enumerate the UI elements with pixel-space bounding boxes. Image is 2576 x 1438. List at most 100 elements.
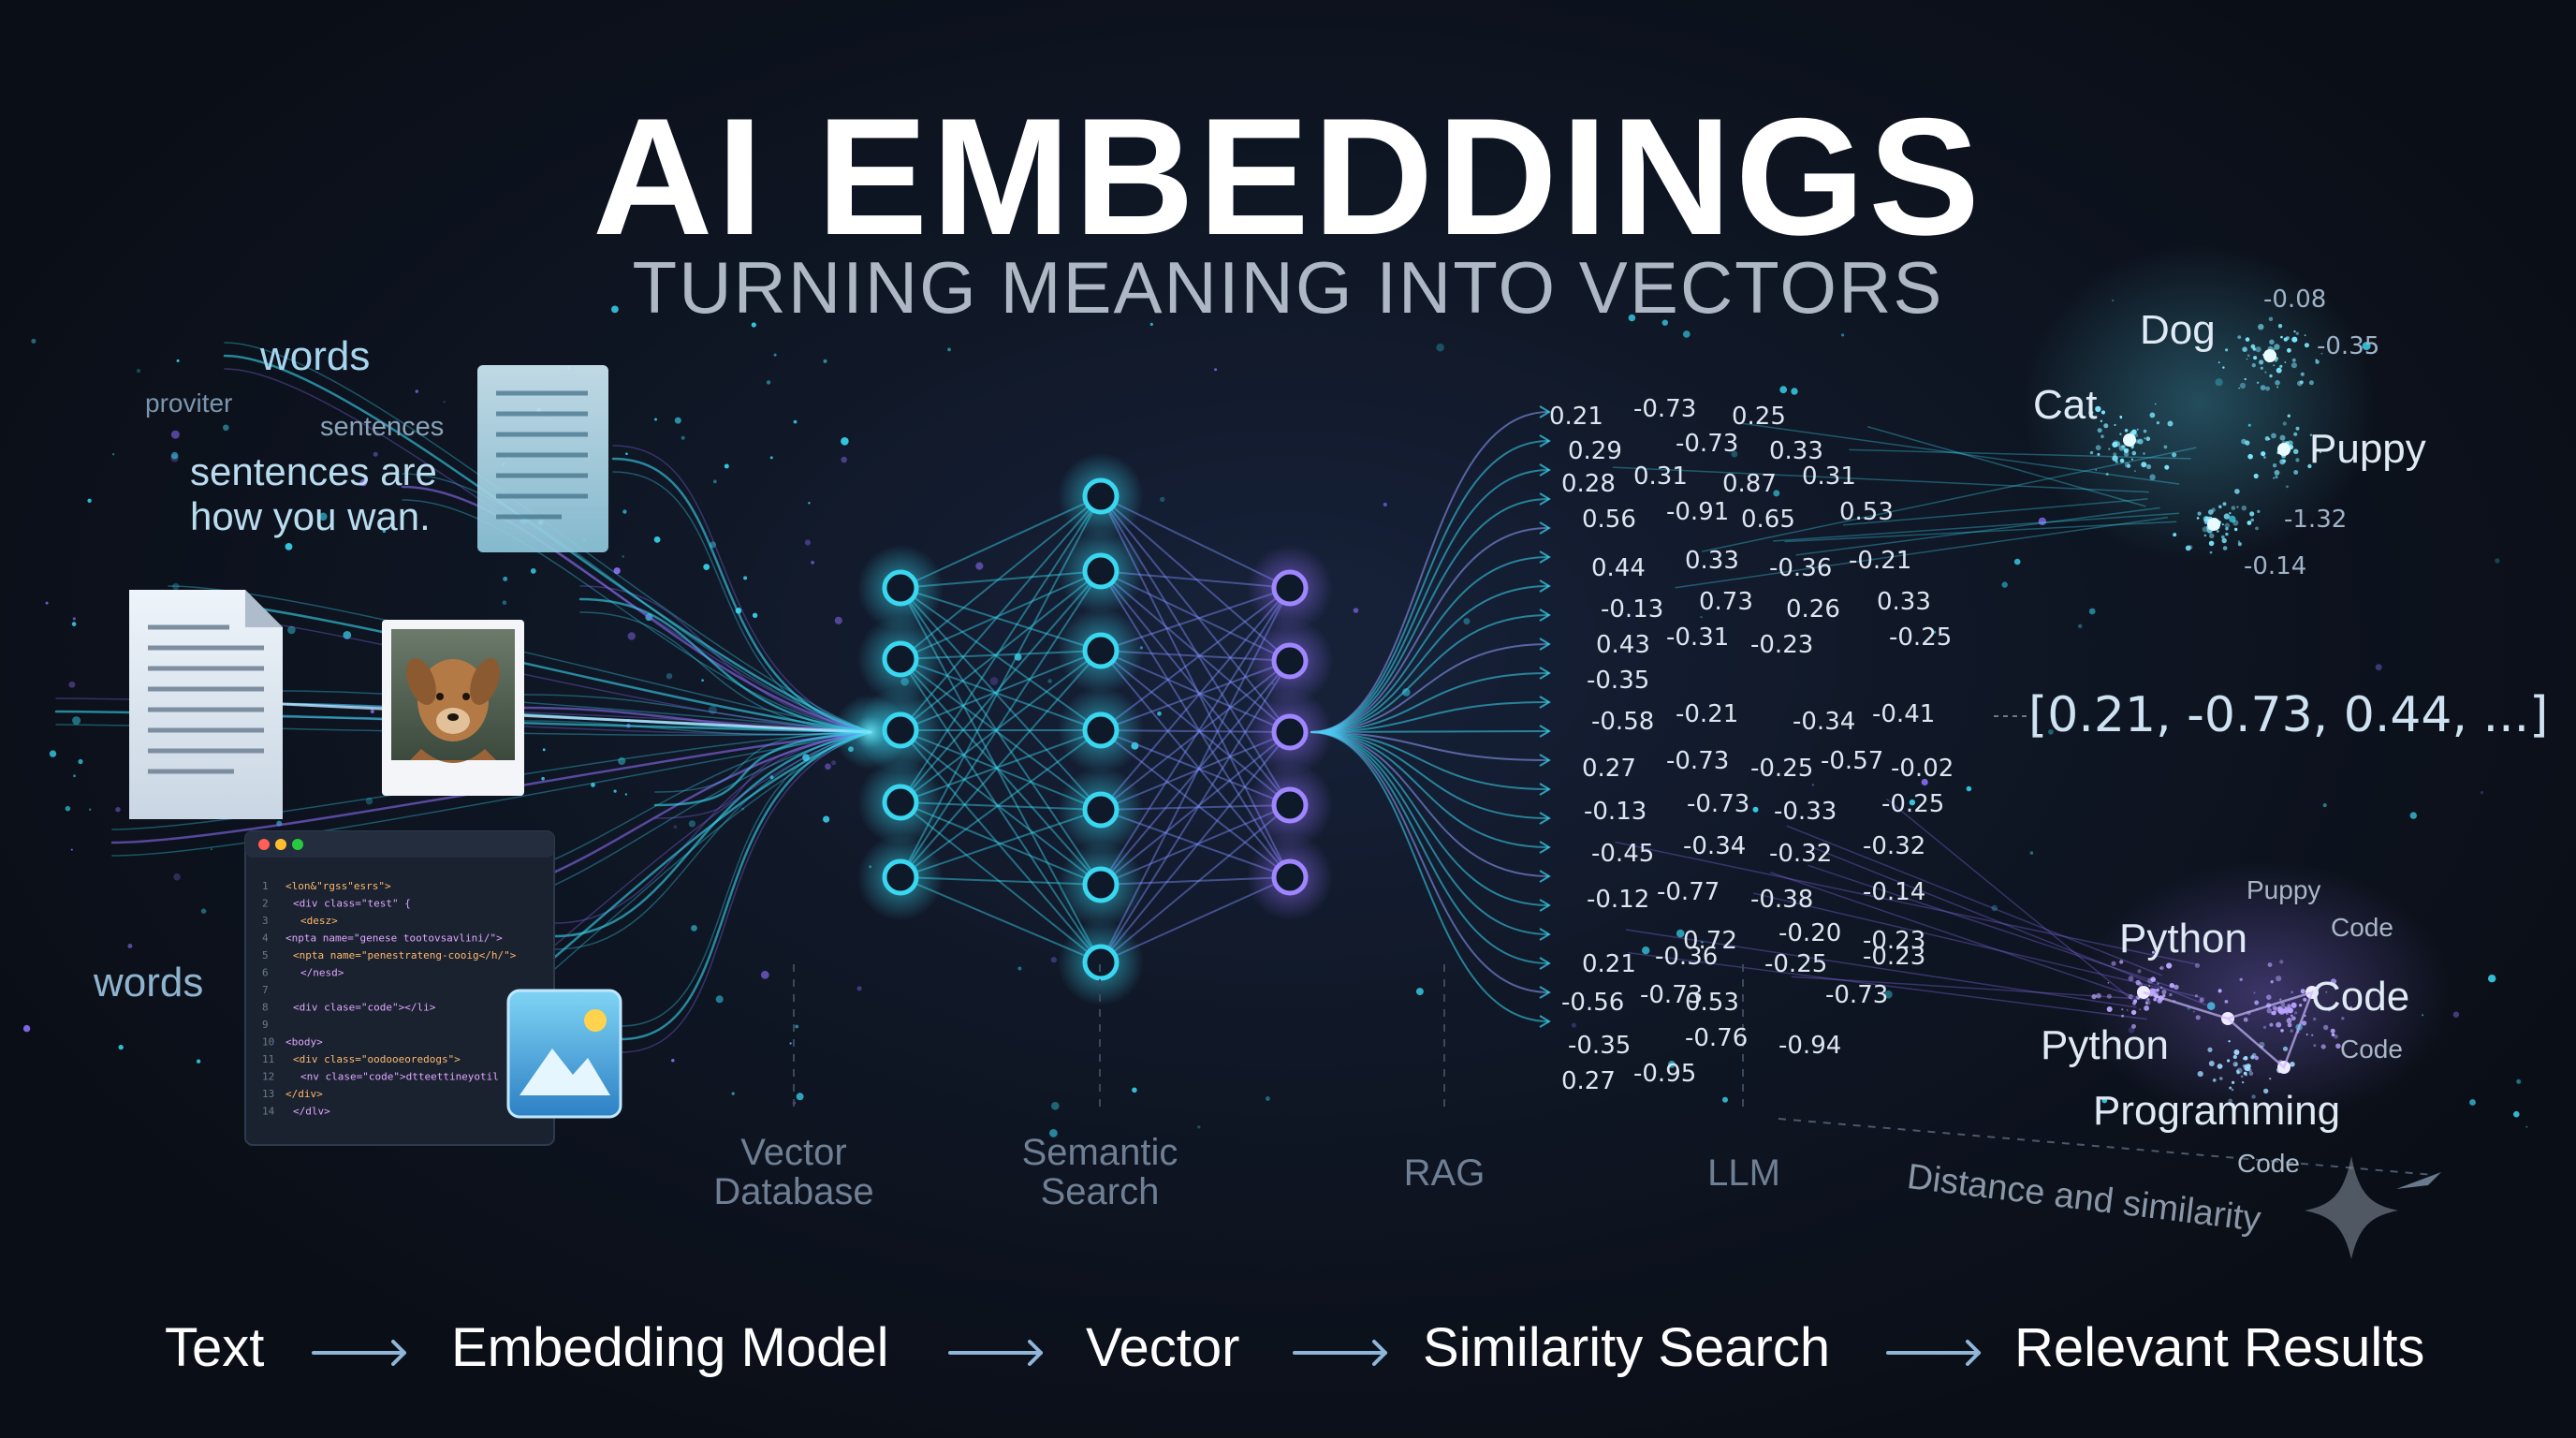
particle bbox=[2375, 664, 2382, 671]
embedding-value: -0.23 bbox=[1863, 927, 1926, 955]
particle bbox=[1353, 608, 1359, 613]
particle bbox=[1266, 1096, 1270, 1101]
star bbox=[2208, 540, 2215, 547]
particle bbox=[1571, 1022, 1576, 1028]
particle bbox=[370, 709, 374, 714]
distance-arrowhead bbox=[2396, 1172, 2441, 1189]
pipeline-step-relevant-results: Relevant Results bbox=[2014, 1317, 2425, 1378]
embedding-value: 0.27 bbox=[1561, 1067, 1616, 1095]
arrowhead-icon bbox=[1539, 550, 1551, 564]
arrow-icon bbox=[312, 1340, 406, 1366]
star bbox=[2259, 360, 2264, 365]
particle bbox=[2078, 624, 2083, 628]
code-line: <desz> bbox=[300, 915, 338, 927]
star bbox=[2282, 421, 2287, 426]
star bbox=[2305, 1034, 2308, 1035]
code-line-number: 9 bbox=[262, 1019, 269, 1031]
star bbox=[2121, 1008, 2124, 1011]
cluster-small-label: Code bbox=[2237, 1149, 2300, 1178]
cluster-small-label: Puppy bbox=[2247, 875, 2321, 904]
particle bbox=[2048, 728, 2054, 735]
particle bbox=[343, 631, 352, 639]
star bbox=[2335, 1043, 2341, 1049]
star bbox=[2156, 421, 2159, 425]
star bbox=[2327, 1008, 2332, 1012]
star bbox=[2273, 364, 2276, 367]
embedding-value: 0.28 bbox=[1561, 470, 1616, 498]
star bbox=[2325, 990, 2328, 993]
arrowhead-icon bbox=[1539, 812, 1551, 825]
particle bbox=[1700, 616, 1703, 619]
star bbox=[2271, 433, 2276, 439]
embedding-value: 0.33 bbox=[1769, 437, 1823, 465]
particle bbox=[1752, 806, 1759, 813]
star bbox=[2169, 992, 2173, 997]
star bbox=[2124, 462, 2130, 468]
cluster-value: -0.35 bbox=[2317, 332, 2380, 360]
star bbox=[2279, 998, 2282, 1001]
particle bbox=[196, 1059, 201, 1064]
network-node bbox=[1082, 791, 1120, 829]
star bbox=[2111, 961, 2116, 966]
star bbox=[2231, 1088, 2234, 1092]
star bbox=[2105, 473, 2109, 476]
particle bbox=[741, 807, 744, 811]
star bbox=[2256, 381, 2260, 384]
dog-photo-icon bbox=[382, 620, 524, 796]
star bbox=[2209, 533, 2215, 538]
particle bbox=[115, 807, 121, 813]
star bbox=[2228, 1040, 2231, 1043]
star bbox=[2290, 1029, 2293, 1033]
embedding-value: 0.21 bbox=[1549, 403, 1603, 431]
stage-label-line: Semantic bbox=[1021, 1132, 1178, 1173]
star bbox=[2208, 1061, 2215, 1066]
arrowhead-icon bbox=[1539, 841, 1551, 854]
star bbox=[2166, 962, 2173, 969]
star bbox=[2231, 506, 2236, 510]
particle bbox=[654, 418, 657, 421]
code-line-number: 14 bbox=[262, 1106, 275, 1118]
network-edge bbox=[900, 658, 1102, 886]
particle bbox=[88, 808, 92, 811]
embedding-value: -0.76 bbox=[1685, 1024, 1749, 1052]
network-edge bbox=[900, 570, 1102, 803]
embedding-value: -0.35 bbox=[1568, 1032, 1632, 1060]
star bbox=[2292, 448, 2299, 455]
stage-label-semantic-search: Semantic Search bbox=[1003, 1133, 1196, 1211]
flow-line bbox=[578, 597, 872, 734]
star bbox=[2287, 414, 2291, 418]
star bbox=[2239, 382, 2247, 389]
stage-label-llm: LLM bbox=[1707, 1152, 1780, 1194]
arrowhead-icon bbox=[1539, 492, 1551, 506]
output-line bbox=[1310, 731, 1550, 1022]
star bbox=[2280, 1002, 2286, 1007]
embedding-value: 0.31 bbox=[1802, 462, 1856, 491]
star bbox=[2279, 364, 2283, 368]
flow-line bbox=[619, 730, 872, 1041]
embedding-value: -0.21 bbox=[1849, 547, 1912, 575]
particle bbox=[823, 359, 827, 363]
embedding-value: 0.33 bbox=[1685, 547, 1739, 575]
star bbox=[2251, 1052, 2257, 1058]
particle bbox=[811, 561, 814, 565]
star bbox=[2136, 983, 2139, 986]
star bbox=[2237, 335, 2242, 339]
star bbox=[2106, 1006, 2113, 1012]
star bbox=[2146, 463, 2152, 470]
star bbox=[2255, 346, 2261, 353]
star bbox=[2119, 458, 2125, 463]
particle bbox=[1731, 450, 1738, 458]
particle bbox=[766, 380, 771, 385]
arrowhead-icon bbox=[1539, 434, 1551, 448]
star bbox=[2217, 989, 2222, 993]
star bbox=[2119, 433, 2122, 435]
star bbox=[2134, 433, 2138, 437]
particle bbox=[1668, 1061, 1676, 1068]
vector-readout: [0.21, -0.73, 0.44, ...] bbox=[2028, 687, 2549, 743]
flow-line bbox=[654, 731, 871, 819]
network-node bbox=[1082, 944, 1120, 981]
star bbox=[2227, 1059, 2231, 1063]
output-line bbox=[1310, 672, 1550, 733]
cluster-value: -1.32 bbox=[2284, 506, 2348, 534]
code-line: <div class="test" { bbox=[293, 898, 411, 910]
